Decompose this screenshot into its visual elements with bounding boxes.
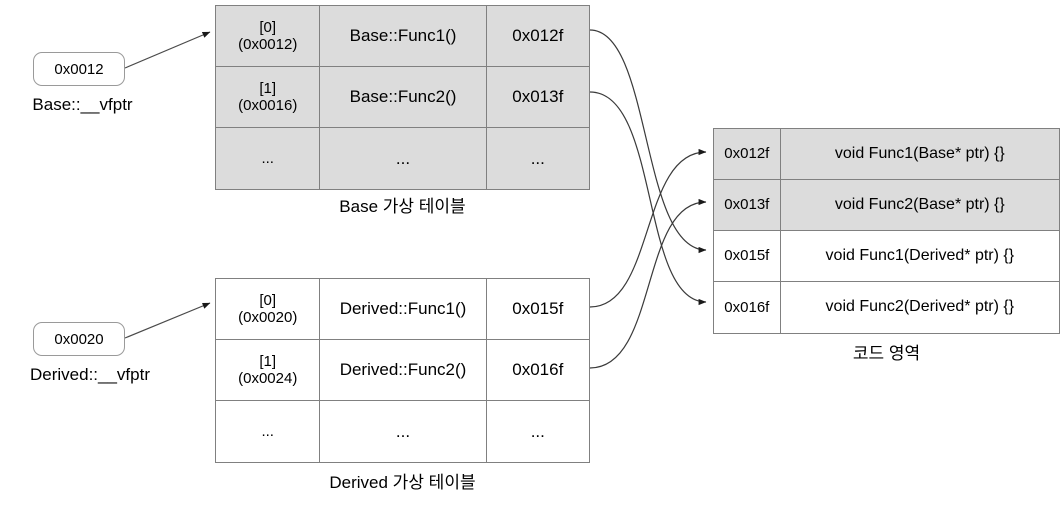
- base-vtable-name-1: Base::Func2(): [320, 67, 487, 127]
- base-vtable: [0] (0x0012) Base::Func1() 0x012f [1] (0…: [215, 5, 590, 190]
- connector-base1-to-code-016f: [589, 91, 707, 306]
- derived-vtable-index-0: [0] (0x0020): [216, 279, 321, 339]
- derived-vtable-index-2: ...: [216, 401, 321, 462]
- derived-vtable-name-1: Derived::Func2(): [320, 340, 487, 400]
- derived-vtable: [0] (0x0020) Derived::Func1() 0x015f [1]…: [215, 278, 590, 463]
- code-address-0: 0x012f: [714, 129, 781, 179]
- code-signature-1: void Func2(Base* ptr) {}: [780, 180, 1059, 230]
- table-row[interactable]: [0] (0x0020) Derived::Func1() 0x015f: [216, 279, 590, 340]
- derived-vtable-address-0: 0x015f: [486, 279, 590, 339]
- derived-vtable-name-0: Derived::Func1(): [320, 279, 487, 339]
- table-row[interactable]: [0] (0x0012) Base::Func1() 0x012f: [216, 6, 590, 67]
- derived-vtable-address-1: 0x016f: [486, 340, 590, 400]
- table-row[interactable]: 0x015f void Func1(Derived* ptr) {}: [714, 231, 1059, 282]
- table-row[interactable]: 0x013f void Func2(Base* ptr) {}: [714, 180, 1059, 231]
- base-vtable-index-0: [0] (0x0012): [216, 6, 321, 66]
- derived-vtable-index-1: [1] (0x0024): [216, 340, 321, 400]
- derived-vfptr-value: 0x0020: [54, 330, 104, 348]
- base-vtable-address-0: 0x012f: [486, 6, 590, 66]
- base-vfptr-value-box[interactable]: 0x0012: [33, 52, 125, 86]
- connector-base-ptr-to-vtable: [124, 31, 211, 69]
- table-row[interactable]: ... ... ...: [216, 128, 590, 189]
- derived-vfptr-label: Derived::__vfptr: [30, 365, 150, 384]
- table-row[interactable]: [1] (0x0024) Derived::Func2() 0x016f: [216, 340, 590, 401]
- base-vtable-address-2: ...: [486, 128, 590, 189]
- base-vtable-name-0: Base::Func1(): [320, 6, 487, 66]
- derived-vtable-name-2: ...: [320, 401, 487, 462]
- code-signature-0: void Func1(Base* ptr) {}: [780, 129, 1059, 179]
- table-row[interactable]: [1] (0x0016) Base::Func2() 0x013f: [216, 67, 590, 128]
- base-vtable-name-2: ...: [320, 128, 487, 189]
- table-row[interactable]: ... ... ...: [216, 401, 590, 462]
- connector-derived0-to-code-012f: [589, 148, 707, 308]
- derived-vtable-caption: Derived 가상 테이블: [329, 473, 476, 492]
- base-vtable-address-1: 0x013f: [486, 67, 590, 127]
- base-vfptr-value: 0x0012: [54, 60, 104, 78]
- base-vtable-index-2: ...: [216, 128, 321, 189]
- connector-base0-to-code-015f: [589, 29, 707, 254]
- code-address-2: 0x015f: [714, 231, 781, 281]
- connector-derived-ptr-to-vtable: [124, 302, 211, 339]
- base-vtable-index-1: [1] (0x0016): [216, 67, 321, 127]
- connector-derived1-to-code-013f: [589, 198, 707, 369]
- base-vtable-caption: Base 가상 테이블: [339, 197, 466, 216]
- derived-vfptr-value-box[interactable]: 0x0020: [33, 322, 125, 356]
- code-address-1: 0x013f: [714, 180, 781, 230]
- code-area-caption: 코드 영역: [852, 344, 921, 363]
- table-row[interactable]: 0x012f void Func1(Base* ptr) {}: [714, 129, 1059, 180]
- table-row[interactable]: 0x016f void Func2(Derived* ptr) {}: [714, 282, 1059, 333]
- derived-vtable-address-2: ...: [486, 401, 590, 462]
- code-area-table: 0x012f void Func1(Base* ptr) {} 0x013f v…: [713, 128, 1060, 334]
- base-vfptr-label: Base::__vfptr: [32, 95, 133, 114]
- code-signature-2: void Func1(Derived* ptr) {}: [780, 231, 1059, 281]
- code-address-3: 0x016f: [714, 282, 781, 333]
- code-signature-3: void Func2(Derived* ptr) {}: [780, 282, 1059, 333]
